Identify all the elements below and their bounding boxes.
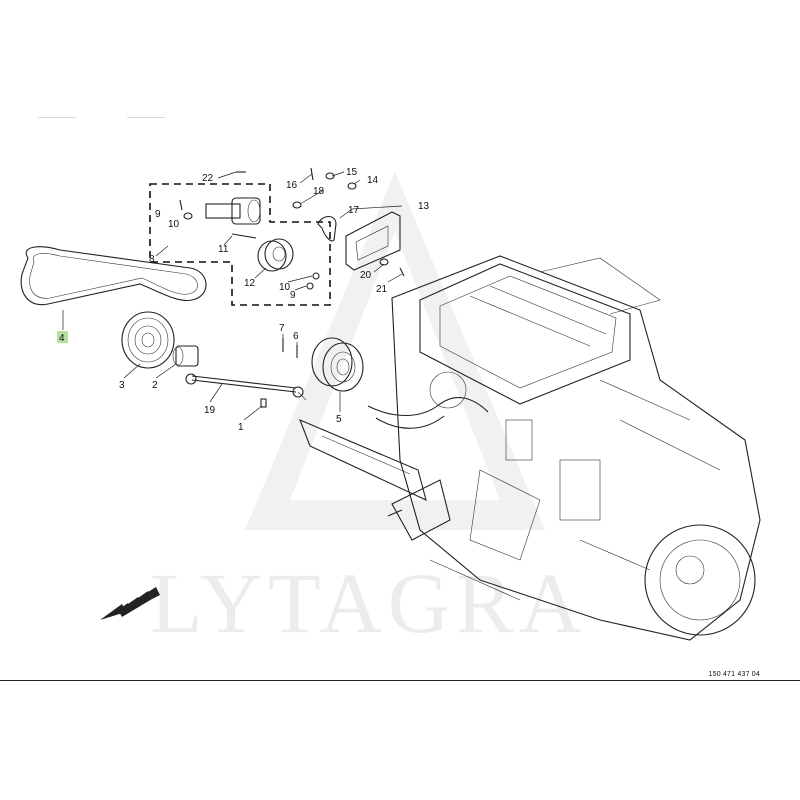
drawing-number: 150 471 437 04 — [708, 671, 760, 678]
callout-4: 4 — [59, 333, 65, 344]
shaft-part-13[interactable] — [185, 373, 307, 401]
engine-assembly — [299, 255, 761, 641]
forward-direction-arrow-icon — [100, 587, 160, 620]
belt-part-4[interactable] — [20, 246, 207, 306]
sleeve-part-2[interactable] — [172, 345, 199, 367]
callout-2: 2 — [152, 380, 158, 391]
pulley-part-3[interactable] — [121, 311, 175, 369]
callout-17: 16 — [286, 180, 298, 191]
nut-part-15[interactable] — [347, 182, 357, 190]
washer-part-19[interactable] — [292, 201, 302, 209]
callout-11: 11 — [218, 244, 229, 255]
callout-1: 1 — [238, 422, 244, 433]
callout-21: 21 — [376, 284, 388, 295]
callout-5: 5 — [336, 414, 342, 425]
callout-18: 17 — [348, 205, 360, 216]
callout-20: 20 — [360, 270, 372, 281]
header-tab-left — [38, 117, 76, 118]
leader-lines — [62, 171, 403, 421]
header-tab-right — [127, 117, 165, 118]
callout-9a: 9 — [155, 209, 161, 220]
bolt-part-9b[interactable] — [306, 282, 314, 290]
callout-22: 22 — [202, 173, 214, 184]
callout-12: 12 — [244, 278, 256, 289]
washer-part-10a[interactable] — [183, 212, 193, 220]
bracket-part-14[interactable] — [345, 211, 401, 271]
callout-7: 7 — [279, 323, 285, 334]
pin-part-1[interactable] — [260, 398, 267, 408]
idler-pulley-part-12[interactable] — [257, 238, 294, 272]
callout-8: 8 — [149, 254, 155, 265]
bracket-part-11[interactable] — [205, 197, 261, 239]
callout-10a: 10 — [168, 219, 180, 230]
bolt-part-21[interactable] — [399, 267, 405, 277]
assembly-group-outline — [149, 183, 331, 306]
callout-14: 13 — [418, 201, 430, 212]
callout-15: 14 — [367, 175, 379, 186]
washer-part-16[interactable] — [325, 172, 335, 180]
callout-3: 3 — [119, 380, 125, 391]
callout-13: 19 — [204, 405, 216, 416]
watermark-text: LYTAGRA — [150, 555, 587, 651]
callout-19: 18 — [313, 186, 325, 197]
washer-part-10b[interactable] — [312, 272, 320, 280]
callout-labels: 4 3 2 19 1 5 6 7 8 9 10 22 11 12 10 9 13… — [59, 167, 430, 433]
callout-16: 15 — [346, 167, 358, 178]
clamp-part-18[interactable] — [317, 215, 337, 242]
callout-10b: 10 — [279, 282, 291, 293]
watermark: LYTAGRA — [150, 172, 587, 651]
damper-pulley-part-5[interactable] — [311, 337, 364, 392]
callout-6: 6 — [293, 331, 299, 342]
bottom-divider — [0, 680, 800, 681]
bolt-part-9a[interactable] — [179, 199, 183, 211]
callout-4-highlight — [57, 331, 68, 343]
washer-part-20[interactable] — [379, 258, 389, 266]
callout-9b: 9 — [290, 290, 296, 301]
